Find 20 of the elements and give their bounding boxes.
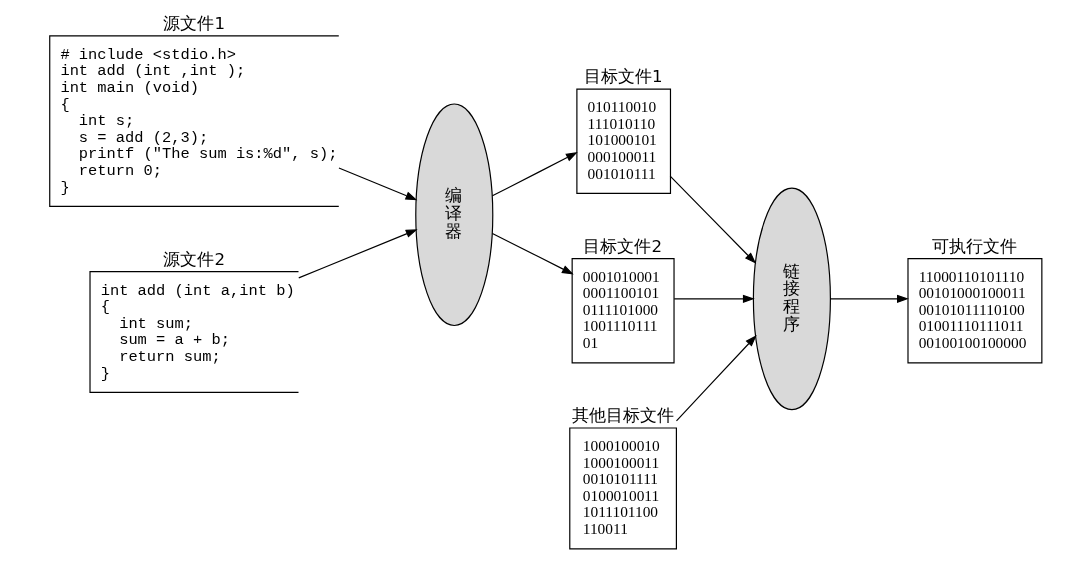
arrow xyxy=(338,167,418,201)
node-box: 0001010001 0001100101 0111101000 1001110111 01 xyxy=(571,258,675,364)
node-label: 目标文件1 xyxy=(584,67,663,87)
node-box: 010110010 111010110 101000101 000100011 001010111 xyxy=(576,88,672,194)
node-label: 可执行文件 xyxy=(932,236,1018,256)
arrow xyxy=(491,232,574,275)
arrow xyxy=(673,294,755,303)
node-text: 源文件1 # include <stdio.h> int add (int ,int ); int main (void) { int s; s = add (2,3); printf ("The sum is:%d", s); return 0; } xyxy=(60,14,338,197)
arrow xyxy=(669,175,757,264)
node-box: 1000100010 1000100011 0010101111 0100010011 1011101100 110011 xyxy=(569,427,677,550)
node-label: 其他目标文件 xyxy=(572,406,675,426)
node-text: 源文件2 int add (int a,int b) { int sum; sum = a + b; return sum; } xyxy=(100,249,295,383)
node-ellipse: 链接程序 xyxy=(752,187,831,411)
arrow xyxy=(675,335,757,422)
arrow xyxy=(830,294,909,303)
arrow xyxy=(491,152,578,197)
node-label: 目标文件2 xyxy=(583,236,662,256)
node-box: 11000110101110 00101000100011 00101011110100 01001110111011 00100100100000 xyxy=(907,258,1043,364)
arrow xyxy=(298,229,418,279)
node-ellipse: 编译器 xyxy=(415,103,494,327)
